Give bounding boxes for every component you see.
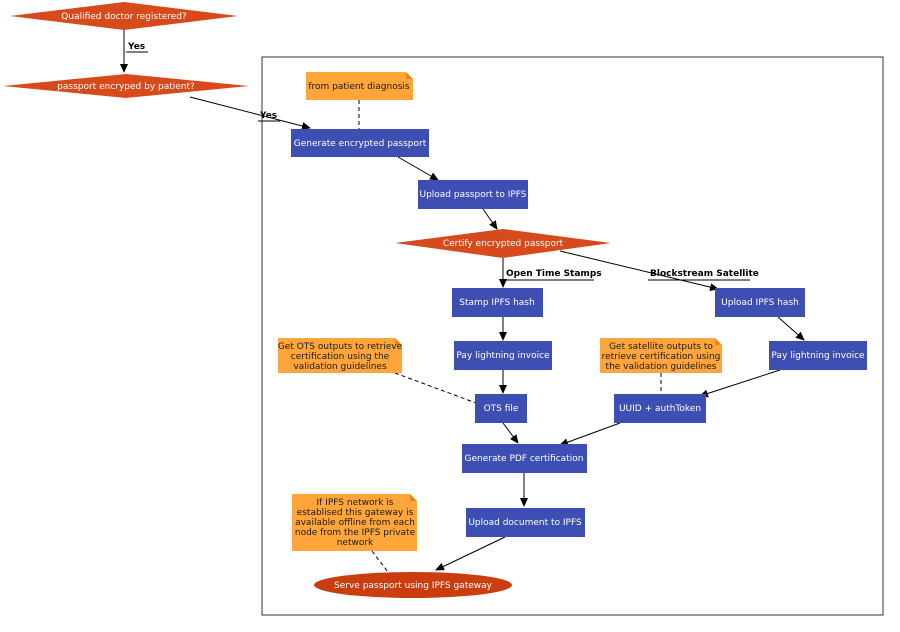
edge-certify-to-uploadhash — [559, 250, 719, 292]
svg-text:certification using the: certification using the — [291, 352, 390, 362]
svg-text:Get satellite outputs to: Get satellite outputs to — [609, 342, 713, 352]
svg-text:Get OTS outputs to retrieve: Get OTS outputs to retrieve — [278, 342, 403, 352]
decision-certify-passport: Certify encrypted passport — [395, 229, 611, 258]
box-pay-lightning-sat: Pay lightning invoice — [769, 341, 867, 370]
box-uuid-authtoken: UUID + authToken — [614, 394, 706, 423]
note-connectors — [358, 100, 662, 573]
svg-text:the validation guidelines: the validation guidelines — [606, 362, 717, 372]
edges — [120, 30, 805, 571]
box-upload-passport-ipfs: Upload passport to IPFS — [418, 180, 528, 209]
svg-text:validation guidelines: validation guidelines — [293, 362, 387, 372]
box-generate-encrypted-passport: Generate encrypted passport — [291, 129, 429, 157]
note-gateway-offline: If IPFS network is establised this gatew… — [292, 494, 417, 551]
box-pay-lightning-ots: Pay lightning invoice — [454, 341, 552, 370]
box-stamp-ipfs-hash: Stamp IPFS hash — [452, 288, 543, 317]
note-satellite-outputs: Get satellite outputs to retrieve certif… — [600, 338, 722, 373]
box-ots-file: OTS file — [475, 394, 527, 423]
svg-text:node from the IPFS private: node from the IPFS private — [295, 528, 416, 538]
box-pay-sat-label: Pay lightning invoice — [771, 351, 865, 361]
process-container — [261, 56, 884, 616]
box-ots-file-label: OTS file — [484, 404, 519, 414]
edge-label-yes-passport: Yes — [259, 111, 277, 121]
box-generate-pdf: Generate PDF certification — [462, 444, 587, 473]
svg-text:network: network — [337, 538, 374, 548]
box-upload-ipfs-hash: Upload IPFS hash — [715, 288, 805, 317]
edge-label-ots: Open Time Stamps — [506, 269, 602, 279]
svg-text:retrieve certification using: retrieve certification using — [602, 352, 721, 362]
box-upload-ipfs-label: Upload passport to IPFS — [419, 190, 526, 200]
edge-label-sat: Blockstream Satellite — [650, 269, 759, 279]
box-upload-document-ipfs: Upload document to IPFS — [466, 508, 585, 537]
decision-doctor-registered: Qualified doctor registered? — [10, 2, 238, 30]
edge-labels: Yes Yes Open Time Stamps Blockstream Sat… — [126, 42, 759, 281]
box-upload-hash-label: Upload IPFS hash — [721, 298, 799, 308]
decision-certify-label: Certify encrypted passport — [443, 239, 564, 249]
svg-text:If IPFS network is: If IPFS network is — [317, 498, 394, 508]
edge-ots-to-pdf — [502, 422, 519, 444]
box-stamp-label: Stamp IPFS hash — [459, 298, 534, 308]
box-upload-doc-label: Upload document to IPFS — [468, 518, 582, 528]
edge-paysat-to-uuid — [699, 369, 781, 398]
edge-uuid-to-pdf — [559, 422, 621, 447]
decision-passport-encrypted: passport encryped by patient? — [3, 74, 249, 98]
svg-text:available offline from each: available offline from each — [295, 518, 415, 528]
decision-doctor-label: Qualified doctor registered? — [61, 12, 187, 22]
edge-passport-to-generate — [189, 96, 311, 130]
note-ots-outputs: Get OTS outputs to retrieve certificatio… — [278, 338, 403, 373]
box-uuid-label: UUID + authToken — [619, 404, 701, 414]
box-pdf-label: Generate PDF certification — [465, 454, 584, 464]
edge-label-yes-doctor: Yes — [127, 42, 145, 52]
svg-text:establised this gateway is: establised this gateway is — [297, 508, 414, 518]
edge-generate-to-upload — [397, 156, 439, 181]
box-generate-label: Generate encrypted passport — [294, 139, 427, 149]
note-patient-diagnosis: from patient diagnosis — [306, 72, 413, 100]
edge-upload-to-certify — [482, 208, 498, 230]
svg-text:from patient diagnosis: from patient diagnosis — [308, 82, 410, 92]
edge-uploaddoc-to-serve — [435, 536, 506, 571]
decision-passport-label: passport encryped by patient? — [57, 82, 195, 92]
terminal-serve-label: Serve passport using IPFS gateway — [334, 581, 493, 591]
note-connector-ots — [394, 372, 477, 404]
edge-uploadhash-to-paysat — [777, 316, 805, 341]
box-pay-ots-label: Pay lightning invoice — [456, 351, 550, 361]
note-connector-gateway — [371, 550, 389, 573]
terminal-serve-passport: Serve passport using IPFS gateway — [314, 572, 512, 598]
